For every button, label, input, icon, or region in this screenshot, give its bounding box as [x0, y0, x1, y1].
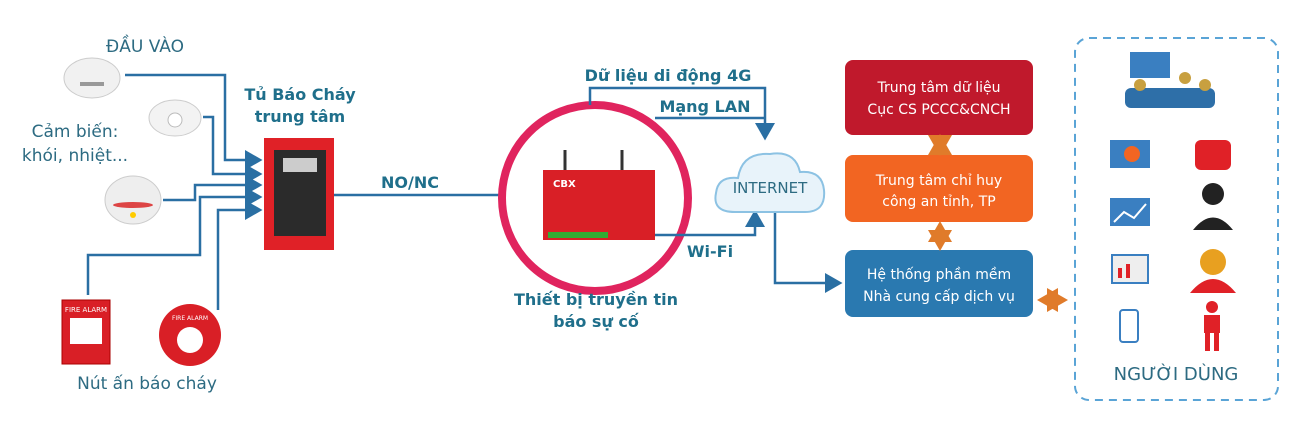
wifi-wire	[655, 209, 765, 237]
svg-text:Hệ thống phần mềm: Hệ thống phần mềm	[867, 266, 1011, 283]
panel-title-1: Tủ Báo Cháy	[244, 85, 356, 104]
person-icon	[1204, 301, 1220, 351]
smoke-detector-icon	[63, 57, 121, 99]
svg-text:FIRE ALARM: FIRE ALARM	[65, 306, 107, 314]
svg-text:FIRE ALARM: FIRE ALARM	[172, 315, 208, 322]
fire-bell-icon: FIRE ALARM	[159, 304, 221, 366]
svg-text:Nhà cung cấp dịch vụ: Nhà cung cấp dịch vụ	[863, 289, 1015, 305]
wifi-label: Wi-Fi	[687, 242, 733, 261]
device-highlight-ring	[498, 101, 692, 295]
svg-text:Cục CS PCCC&CNCH: Cục CS PCCC&CNCH	[867, 102, 1010, 118]
svg-text:công an tỉnh, TP: công an tỉnh, TP	[882, 194, 995, 210]
transmitter-device-icon: CBX	[543, 150, 655, 240]
center-data-box: Trung tâm dữ liệu Cục CS PCCC&CNCH	[845, 60, 1033, 135]
telephone-icon	[1195, 140, 1231, 170]
svg-text:CBX: CBX	[553, 179, 576, 190]
panel-title-2: trung tâm	[255, 107, 345, 126]
monitor-chart-icon	[1110, 140, 1150, 168]
input-wires	[86, 73, 263, 310]
multi-sensor-detector-icon	[104, 175, 162, 225]
mobile-phone-icon	[1119, 309, 1139, 343]
nonc-label: NO/NC	[381, 173, 439, 192]
center-command-box: Trung tâm chỉ huy công an tỉnh, TP	[845, 155, 1033, 222]
users-group	[1074, 37, 1279, 401]
svg-text:Trung tâm dữ liệu: Trung tâm dữ liệu	[877, 80, 1001, 96]
meeting-room-icon	[1125, 52, 1215, 108]
users-label: NGƯỜI DÙNG	[1114, 363, 1239, 385]
internet-to-software-wire	[773, 213, 843, 293]
device-label-2: báo sự cố	[553, 312, 639, 331]
internet-label: INTERNET	[733, 179, 808, 197]
firefighter-icon	[1190, 249, 1236, 293]
manual-call-point-icon: FIRE ALARM	[61, 299, 111, 365]
fire-alarm-panel-icon	[264, 138, 334, 250]
internet-cloud-icon	[714, 152, 826, 213]
heat-detector-icon	[148, 99, 202, 137]
operator-headset-icon	[1193, 183, 1233, 230]
button-label: Nút ấn báo cháy	[77, 373, 217, 394]
sensor-label-2: khói, nhiệt...	[22, 146, 128, 166]
sensor-label-1: Cảm biến:	[32, 121, 119, 142]
svg-text:Trung tâm chỉ huy: Trung tâm chỉ huy	[875, 173, 1002, 189]
mobile-4g-label: Dữ liệu di động 4G	[585, 66, 752, 85]
lan-label: Mạng LAN	[659, 97, 750, 116]
report-icon	[1111, 254, 1149, 284]
mobile-4g-wire	[588, 86, 775, 141]
inputs-title: ĐẦU VÀO	[106, 33, 184, 57]
monitor-graph-icon	[1110, 198, 1150, 226]
center-software-box: Hệ thống phần mềm Nhà cung cấp dịch vụ	[845, 250, 1033, 317]
device-label-1: Thiết bị truyền tin	[514, 290, 678, 309]
